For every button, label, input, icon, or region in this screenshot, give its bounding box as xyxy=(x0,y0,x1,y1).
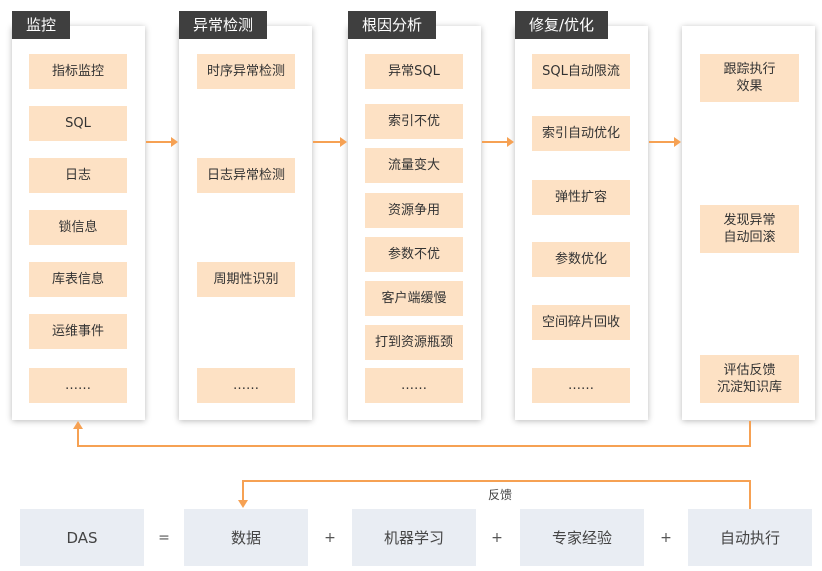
top-feedback-line xyxy=(77,421,751,447)
repair-item: 参数优化 xyxy=(532,242,630,277)
tracking-item: 跟踪执行 效果 xyxy=(700,54,799,102)
flow-arrow xyxy=(649,137,681,147)
bottom-feedback-arrowhead xyxy=(238,500,248,508)
monitor-item: …… xyxy=(29,368,127,403)
repair-item: …… xyxy=(532,368,630,403)
repair-optimize-panel xyxy=(515,26,648,420)
tracking-item: 评估反馈 沉淀知识库 xyxy=(700,355,799,403)
data-box: 数据 xyxy=(184,509,308,566)
plus-sign: + xyxy=(324,529,336,546)
repair-optimize-title: 修复/优化 xyxy=(515,11,609,39)
repair-item: 空间碎片回收 xyxy=(532,305,630,340)
root-cause-item: 打到资源瓶颈 xyxy=(365,325,463,360)
machine-learning-box: 机器学习 xyxy=(352,509,476,566)
monitor-item: SQL xyxy=(29,106,127,141)
tracking-item: 发现异常 自动回滚 xyxy=(700,205,799,253)
plus-sign: + xyxy=(491,529,503,546)
das-box: DAS xyxy=(20,509,144,566)
root-cause-title: 根因分析 xyxy=(348,11,437,39)
root-cause-item: 流量变大 xyxy=(365,148,463,183)
root-cause-item: …… xyxy=(365,368,463,403)
monitor-item: 运维事件 xyxy=(29,314,127,349)
root-cause-item: 资源争用 xyxy=(365,193,463,228)
repair-item: SQL自动限流 xyxy=(532,54,630,89)
root-cause-item: 客户端缓慢 xyxy=(365,281,463,316)
feedback-label: 反馈 xyxy=(487,488,512,502)
anomaly-item: 周期性识别 xyxy=(197,262,295,297)
monitor-item: 日志 xyxy=(29,158,127,193)
plus-sign: + xyxy=(660,529,672,546)
anomaly-item: …… xyxy=(197,368,295,403)
equals-sign: = xyxy=(158,529,170,546)
monitor-item: 库表信息 xyxy=(29,262,127,297)
root-cause-item: 索引不优 xyxy=(365,104,463,139)
flow-arrow xyxy=(146,137,178,147)
monitor-item: 指标监控 xyxy=(29,54,127,89)
root-cause-item: 异常SQL xyxy=(365,54,463,89)
top-feedback-arrowhead xyxy=(73,421,83,429)
anomaly-item: 时序异常检测 xyxy=(197,54,295,89)
anomaly-detection-title: 异常检测 xyxy=(179,11,268,39)
repair-item: 弹性扩容 xyxy=(532,180,630,215)
repair-item: 索引自动优化 xyxy=(532,116,630,151)
auto-execution-box: 自动执行 xyxy=(688,509,812,566)
flow-arrow xyxy=(482,137,514,147)
flow-arrow xyxy=(313,137,347,147)
anomaly-item: 日志异常检测 xyxy=(197,158,295,193)
monitor-item: 锁信息 xyxy=(29,210,127,245)
monitor-title: 监控 xyxy=(12,11,71,39)
root-cause-item: 参数不优 xyxy=(365,237,463,272)
anomaly-detection-panel xyxy=(179,26,312,420)
expert-experience-box: 专家经验 xyxy=(520,509,644,566)
